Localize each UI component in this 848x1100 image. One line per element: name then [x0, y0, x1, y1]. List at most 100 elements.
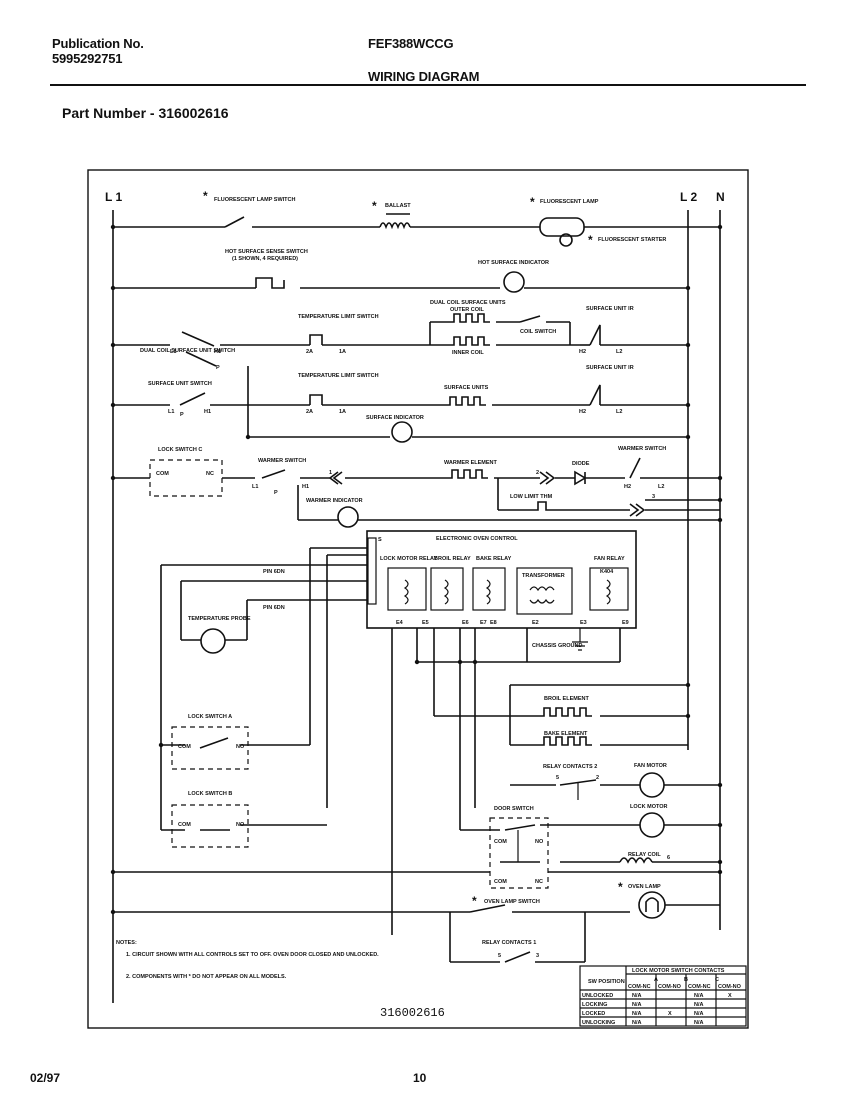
fluorescent-starter [559, 233, 573, 247]
model-number: FEF388WCCG [368, 36, 454, 51]
bake-element-label: BAKE ELEMENT [544, 731, 588, 737]
table-cell: N/A [694, 1011, 704, 1017]
footer-date: 02/97 [30, 1071, 61, 1085]
lock-motor-relay [387, 567, 427, 611]
electronic-oven-control [366, 530, 637, 629]
svg-text:*: * [530, 195, 535, 209]
relay-coil [619, 857, 653, 864]
note-1: 1. CIRCUIT SHOWN WITH ALL CONTROLS SET T… [126, 952, 379, 958]
transformer-label: TRANSFORMER [522, 573, 565, 579]
oven-lamp [638, 891, 666, 919]
lock-switch-a-no: NO [236, 744, 245, 750]
svg-text:*: * [618, 880, 623, 894]
eoc-pin-header [367, 537, 377, 605]
term-h1-b: H1 [204, 409, 211, 415]
oven-lamp-label: OVEN LAMP [628, 884, 661, 890]
diagram-frame [87, 169, 749, 1029]
hot-surface-sense-switch-label: HOT SURFACE SENSE SWITCH [225, 249, 308, 255]
terminal-e3: E3 [580, 620, 587, 626]
lock-switch-c-label: LOCK SWITCH C [158, 447, 202, 453]
warmer-connector-3 [629, 503, 646, 517]
term-6-f: 6 [667, 855, 670, 861]
hot-surface-indicator [503, 271, 525, 293]
terminal-e5: E5 [422, 620, 429, 626]
term-p-a: P [216, 365, 220, 371]
inner-coil-label: INNER COIL [452, 350, 484, 356]
term-5-e: 5 [498, 953, 501, 959]
table-cell: N/A [694, 1020, 704, 1026]
lock-switch-a-label: LOCK SWITCH A [188, 714, 232, 720]
terminal-e8: E8 [490, 620, 497, 626]
coil-switch-label: COIL SWITCH [520, 329, 556, 335]
surface-unit-ir-1 [589, 324, 601, 346]
junction-dots [110, 224, 723, 915]
svg-text:*: * [203, 189, 208, 203]
temperature-probe [200, 628, 226, 654]
term-1a-b: 1A [339, 409, 346, 415]
table-group-a: A [654, 977, 658, 983]
chassis-ground-label: CHASSIS GROUND [532, 643, 582, 649]
relay-coil-label: RELAY COIL [628, 852, 661, 858]
temp-limit-switch-2 [309, 394, 323, 405]
fluorescent-lamp-label: FLUORESCENT LAMP [540, 199, 599, 205]
temperature-probe-label: TEMPERATURE PROBE [188, 616, 251, 622]
table-subcol-2: COM-NO [658, 984, 682, 990]
term-l2-b: L2 [616, 409, 622, 415]
svg-text:*: * [588, 233, 593, 247]
term-h2-a: H2 [579, 349, 586, 355]
warmer-switch-2-label: WARMER SWITCH [618, 446, 666, 452]
table-cell: N/A [632, 993, 642, 999]
term-p-c: P [274, 490, 278, 496]
ballast-coil [379, 222, 411, 230]
bake-relay-coil [485, 579, 491, 605]
table-cell: X [728, 993, 732, 999]
term-h1-a: H1 [214, 349, 221, 355]
door-switch-no: NO [535, 839, 544, 845]
svg-text:*: * [372, 199, 377, 213]
term-1a-a: 1A [339, 349, 346, 355]
low-limit-label: LOW LIMIT THM [510, 494, 553, 500]
bake-relay-label: BAKE RELAY [476, 556, 512, 562]
bake-relay [472, 567, 506, 611]
hot-surface-indicator-label: HOT SURFACE INDICATOR [478, 260, 549, 266]
surface-units-label: SURFACE UNITS [444, 385, 489, 391]
oven-lamp-switch-label: OVEN LAMP SWITCH [484, 899, 540, 905]
warmer-element [448, 469, 488, 479]
eoc-label: ELECTRONIC OVEN CONTROL [436, 536, 518, 542]
outer-coil [450, 313, 490, 323]
temp-limit-switch-2-label: TEMPERATURE LIMIT SWITCH [298, 373, 379, 379]
term-l1-b: L1 [168, 409, 174, 415]
diode-label: DIODE [572, 461, 590, 467]
fluorescent-lamp [539, 217, 585, 237]
surface-unit-switch-blade [179, 392, 206, 406]
surface-unit-ir-1-label: SURFACE UNIT IR [586, 306, 634, 312]
table-header: LOCK MOTOR SWITCH CONTACTS [632, 968, 725, 974]
lock-motor-relay-coil [403, 579, 409, 605]
terminal-e4: E4 [396, 620, 404, 626]
lock-switch-b [171, 804, 249, 848]
notes-title: NOTES: [116, 940, 137, 946]
coil-switch-blade [519, 315, 541, 323]
term-l1-c: L1 [252, 484, 258, 490]
relay-contacts-2-label: RELAY CONTACTS 2 [543, 764, 597, 770]
diagram-number: 316002616 [380, 1006, 445, 1020]
table-cell: N/A [694, 1002, 704, 1008]
table-subcol-1: COM-NC [628, 984, 651, 990]
door-switch-blade [504, 824, 536, 831]
pin-6dn-label: PIN 6DN [263, 569, 285, 575]
hot-surface-sense-note: (1 SHOWN, 4 REQUIRED) [232, 256, 298, 262]
svg-text:*: * [472, 894, 477, 908]
surface-units-element [446, 396, 486, 406]
lock-motor-switch-table: LOCK MOTOR SWITCH CONTACTS SW POSITION A… [579, 965, 747, 1027]
lock-switch-c-com: COM [156, 471, 169, 477]
fluorescent-lamp-switch-label: FLUORESCENT LAMP SWITCH [214, 197, 296, 203]
table-row-name: LOCKING [582, 1002, 607, 1008]
table-cell: N/A [694, 993, 704, 999]
dual-coil-switch-blade-2 [185, 351, 217, 367]
door-switch-label: DOOR SWITCH [494, 806, 534, 812]
warmer-switch-blade [261, 469, 286, 479]
term-2a-a: 2A [306, 349, 313, 355]
terminal-e2: E2 [532, 620, 539, 626]
lock-switch-b-label: LOCK SWITCH B [188, 791, 232, 797]
term-2-d: 2 [596, 775, 599, 781]
